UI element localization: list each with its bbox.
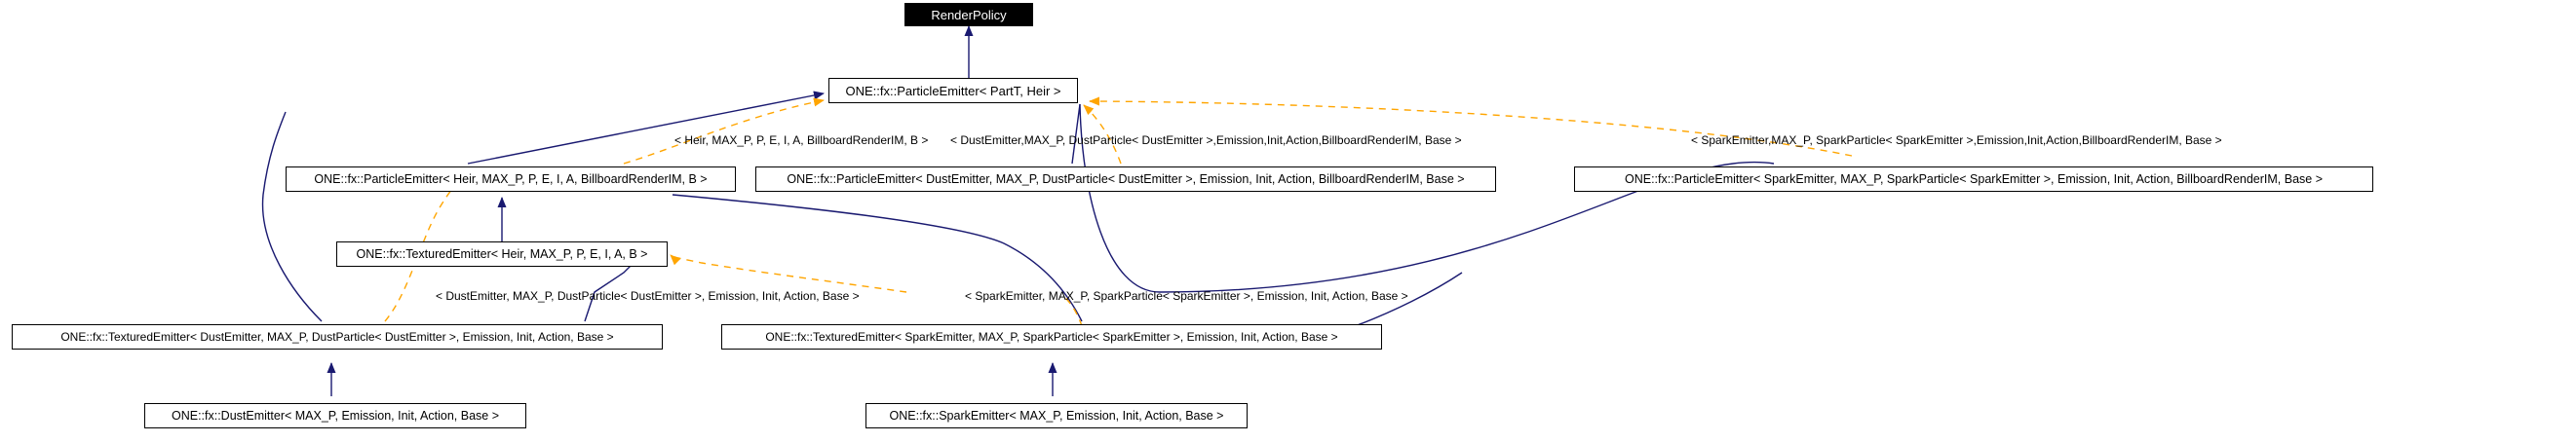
node-particle-emitter-dust[interactable]: ONE::fx::ParticleEmitter< DustEmitter, M…	[755, 166, 1496, 192]
edge-label-tmpl-spark-base-text: < SparkEmitter, MAX_P, SparkParticle< Sp…	[965, 289, 1408, 303]
edge-label-tmpl-spark-base: < SparkEmitter, MAX_P, SparkParticle< Sp…	[965, 290, 1408, 302]
edge-template-heir-billboard	[623, 97, 825, 165]
edge-label-tmpl-dust-base: < DustEmitter, MAX_P, DustParticle< Dust…	[436, 290, 860, 302]
node-particle-emitter-generic[interactable]: ONE::fx::ParticleEmitter< PartT, Heir >	[828, 78, 1078, 103]
node-textured-emitter-dust[interactable]: ONE::fx::TexturedEmitter< DustEmitter, M…	[12, 324, 663, 350]
edge-label-tmpl-dust-billboard: < DustEmitter,MAX_P, DustParticle< DustE…	[950, 134, 1462, 146]
node-textured-emitter-heir-label: ONE::fx::TexturedEmitter< Heir, MAX_P, P…	[356, 247, 648, 261]
edge-template-spark-base	[670, 254, 907, 293]
node-dust-emitter-label: ONE::fx::DustEmitter< MAX_P, Emission, I…	[171, 409, 499, 423]
edge-te-dust-to-pe-heir-left	[261, 111, 323, 322]
node-particle-emitter-heir-label: ONE::fx::ParticleEmitter< Heir, MAX_P, P…	[314, 172, 708, 186]
edge-label-tmpl-heir-billboard: < Heir, MAX_P, P, E, I, A, BillboardRend…	[674, 134, 928, 146]
node-dust-emitter[interactable]: ONE::fx::DustEmitter< MAX_P, Emission, I…	[144, 403, 526, 428]
edge-pe-heir-to-pe-generic	[467, 91, 825, 165]
node-textured-emitter-dust-label: ONE::fx::TexturedEmitter< DustEmitter, M…	[60, 330, 614, 344]
node-textured-emitter-spark[interactable]: ONE::fx::TexturedEmitter< SparkEmitter, …	[721, 324, 1382, 350]
edge-label-tmpl-spark-billboard: < SparkEmitter,MAX_P, SparkParticle< Spa…	[1691, 134, 2222, 146]
edge-label-tmpl-dust-billboard-text: < DustEmitter,MAX_P, DustParticle< DustE…	[950, 133, 1462, 147]
node-textured-emitter-spark-label: ONE::fx::TexturedEmitter< SparkEmitter, …	[765, 330, 1338, 344]
node-particle-emitter-dust-label: ONE::fx::ParticleEmitter< DustEmitter, M…	[787, 172, 1465, 186]
node-particle-emitter-spark-label: ONE::fx::ParticleEmitter< SparkEmitter, …	[1624, 172, 2324, 186]
node-particle-emitter-spark[interactable]: ONE::fx::ParticleEmitter< SparkEmitter, …	[1574, 166, 2373, 192]
node-spark-emitter[interactable]: ONE::fx::SparkEmitter< MAX_P, Emission, …	[865, 403, 1248, 428]
edge-label-tmpl-spark-billboard-text: < SparkEmitter,MAX_P, SparkParticle< Spa…	[1691, 133, 2222, 147]
edge-label-tmpl-dust-base-text: < DustEmitter, MAX_P, DustParticle< Dust…	[436, 289, 860, 303]
node-particle-emitter-heir[interactable]: ONE::fx::ParticleEmitter< Heir, MAX_P, P…	[286, 166, 736, 192]
edge-pe-spark-to-pe-generic	[1079, 103, 1775, 293]
node-render-policy[interactable]: RenderPolicy	[904, 3, 1033, 26]
node-particle-emitter-generic-label: ONE::fx::ParticleEmitter< PartT, Heir >	[845, 83, 1061, 98]
node-render-policy-label: RenderPolicy	[931, 7, 1007, 22]
node-textured-emitter-heir[interactable]: ONE::fx::TexturedEmitter< Heir, MAX_P, P…	[336, 241, 668, 267]
edge-label-tmpl-heir-billboard-text: < Heir, MAX_P, P, E, I, A, BillboardRend…	[674, 133, 929, 147]
node-spark-emitter-label: ONE::fx::SparkEmitter< MAX_P, Emission, …	[889, 409, 1224, 423]
edge-template-spark-billboard	[1089, 96, 1853, 157]
